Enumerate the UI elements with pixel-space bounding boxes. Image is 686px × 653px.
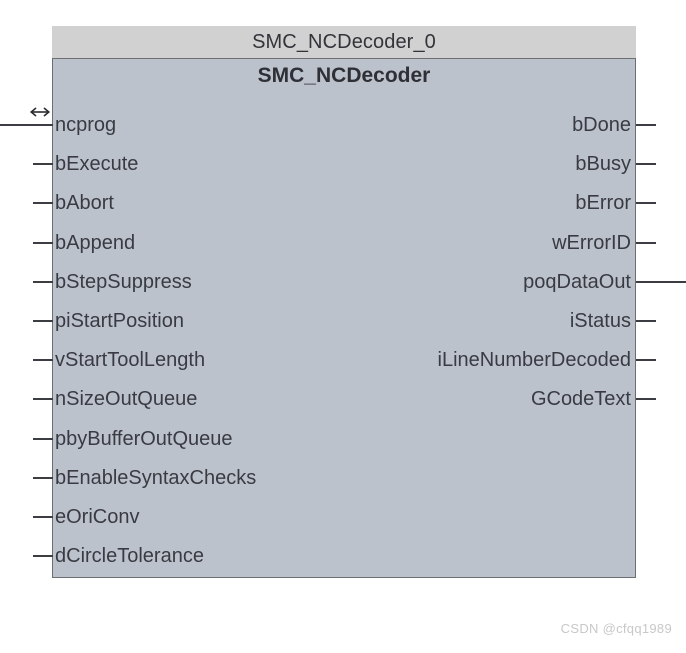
output-connector-i-status[interactable]	[636, 320, 656, 322]
output-pin-label: iLineNumberDecoded	[437, 349, 631, 372]
output-pin-b-done[interactable]: bDone	[572, 112, 631, 138]
input-pin-label: nSizeOutQueue	[55, 388, 198, 411]
input-connector-e-ori-conv[interactable]	[33, 516, 53, 518]
input-connector-n-size-out-queue[interactable]	[33, 398, 53, 401]
input-connector-b-append[interactable]	[33, 241, 53, 244]
watermark-text: CSDN @cfqq1989	[560, 621, 672, 636]
input-pin-pi-start-position[interactable]: piStartPosition	[55, 308, 184, 334]
output-pin-label: bError	[575, 192, 631, 215]
input-pin-label: bEnableSyntaxChecks	[55, 466, 257, 489]
output-connector-b-busy[interactable]	[636, 163, 656, 166]
input-pin-label: bAbort	[55, 192, 114, 215]
output-pin-i-line-number-decoded[interactable]: iLineNumberDecoded	[438, 347, 631, 373]
input-connector-d-circle-tolerance[interactable]	[33, 555, 53, 558]
input-connector-b-execute[interactable]	[33, 163, 53, 166]
output-connector-gcode-text[interactable]	[636, 398, 656, 401]
input-connector-pby-buffer-out-queue[interactable]	[33, 437, 53, 440]
input-pin-label: vStartToolLength	[55, 349, 206, 372]
output-pin-label: poqDataOut	[523, 270, 631, 293]
block-instance-name-bar[interactable]: SMC_NCDecoder_0	[52, 26, 636, 58]
output-pin-i-status[interactable]: iStatus	[570, 308, 631, 334]
output-pin-gcode-text[interactable]: GCodeText	[531, 386, 631, 412]
input-pin-label: bExecute	[55, 153, 139, 176]
input-pin-label: bAppend	[55, 231, 136, 254]
input-pin-label: ncprog	[55, 114, 117, 136]
input-pin-b-enable-syntax-checks[interactable]: bEnableSyntaxChecks	[55, 465, 256, 491]
output-connector-b-done[interactable]	[636, 124, 656, 126]
input-pin-e-ori-conv[interactable]: eOriConv	[55, 504, 139, 530]
output-connector-i-line-number-decoded[interactable]	[636, 359, 656, 362]
output-connector-w-error-id[interactable]	[636, 241, 656, 244]
output-pin-label: iStatus	[569, 310, 631, 332]
input-connector-ncprog[interactable]	[0, 124, 53, 126]
block-instance-name: SMC_NCDecoder_0	[252, 31, 436, 53]
output-pin-w-error-id[interactable]: wErrorID	[552, 230, 631, 256]
output-pin-label: wErrorID	[552, 231, 631, 254]
input-pin-n-size-out-queue[interactable]: nSizeOutQueue	[55, 386, 197, 412]
input-pin-label: eOriConv	[55, 506, 140, 528]
output-connector-poq-data-out[interactable]	[636, 280, 686, 283]
output-pin-b-error[interactable]: bError	[575, 190, 631, 216]
horizontal-resize-arrow-icon[interactable]	[28, 104, 52, 120]
input-pin-b-abort[interactable]: bAbort	[55, 190, 114, 216]
output-pin-label: GCodeText	[530, 388, 631, 411]
input-pin-d-circle-tolerance[interactable]: dCircleTolerance	[55, 543, 204, 569]
input-pin-b-execute[interactable]: bExecute	[55, 151, 138, 177]
input-pin-b-step-suppress[interactable]: bStepSuppress	[55, 269, 192, 295]
block-type-name: SMC_NCDecoder	[257, 64, 431, 87]
output-pin-b-busy[interactable]: bBusy	[575, 151, 631, 177]
output-pin-label: bDone	[572, 114, 631, 136]
function-block-body[interactable]: SMC_NCDecoder	[52, 58, 636, 578]
input-connector-b-enable-syntax-checks[interactable]	[33, 476, 53, 479]
output-connector-b-error[interactable]	[636, 202, 656, 205]
input-connector-b-step-suppress[interactable]	[33, 280, 53, 283]
input-pin-label: pbyBufferOutQueue	[55, 427, 233, 450]
input-pin-label: bStepSuppress	[55, 270, 192, 293]
input-pin-ncprog[interactable]: ncprog	[55, 112, 116, 138]
input-pin-label: piStartPosition	[55, 310, 184, 332]
input-connector-v-start-tool-length[interactable]	[33, 359, 53, 362]
input-pin-b-append[interactable]: bAppend	[55, 230, 135, 256]
output-pin-poq-data-out[interactable]: poqDataOut	[523, 269, 631, 295]
input-pin-label: dCircleTolerance	[55, 545, 204, 568]
input-pin-v-start-tool-length[interactable]: vStartToolLength	[55, 347, 205, 373]
input-connector-b-abort[interactable]	[33, 202, 53, 205]
input-pin-pby-buffer-out-queue[interactable]: pbyBufferOutQueue	[55, 426, 233, 452]
input-connector-pi-start-position[interactable]	[33, 320, 53, 322]
output-pin-label: bBusy	[575, 153, 631, 176]
